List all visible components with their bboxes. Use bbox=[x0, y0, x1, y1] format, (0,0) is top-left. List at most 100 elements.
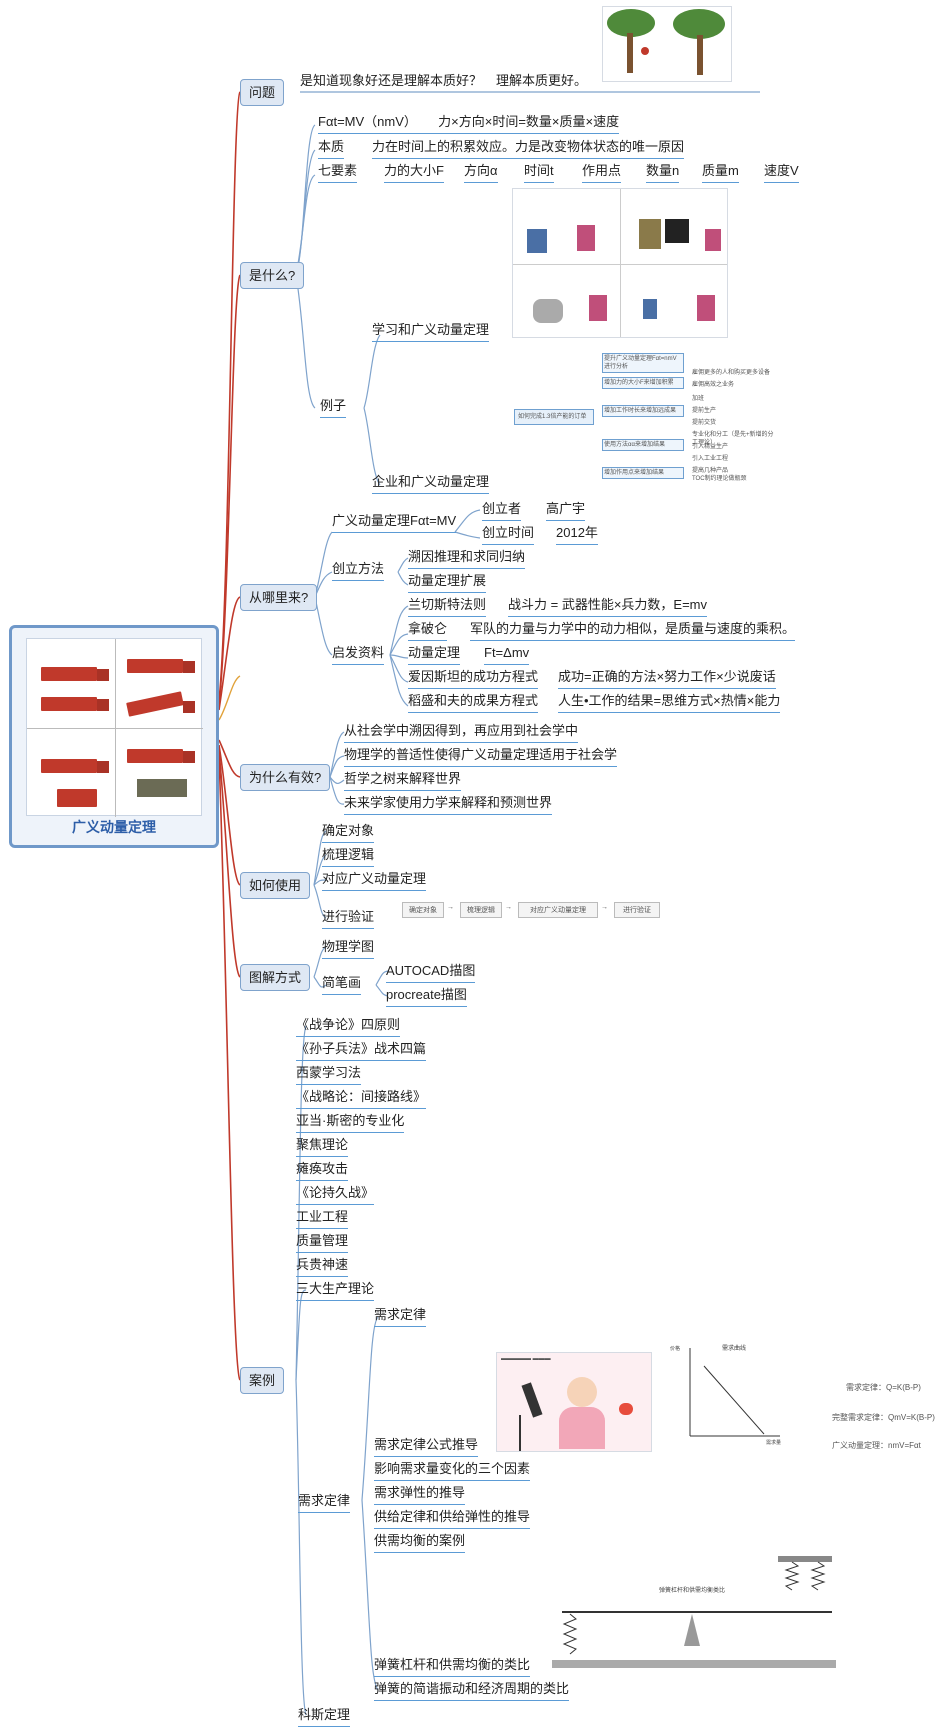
demand-item[interactable]: 需求弹性的推导 bbox=[374, 1484, 466, 1505]
demand-item[interactable]: 需求定律 bbox=[374, 1306, 427, 1327]
diagram-sub[interactable]: AUTOCAD描图 bbox=[386, 962, 476, 983]
demand-item[interactable]: 弹簧的简谐振动和经济周期的类比 bbox=[374, 1680, 570, 1701]
node-question[interactable]: 问题 bbox=[240, 79, 285, 106]
inspire-value[interactable]: 成功=正确的方法×努力工作×少说废话 bbox=[558, 668, 776, 689]
question-answer[interactable]: 理解本质更好。 bbox=[496, 73, 588, 88]
root-title: 广义动量定理 bbox=[72, 819, 156, 835]
inspire-value[interactable]: Ft=Δmv bbox=[484, 644, 530, 665]
demand-item[interactable]: 弹簧杠杆和供需均衡的类比 bbox=[374, 1656, 531, 1677]
seven-element[interactable]: 方向α bbox=[464, 162, 498, 183]
inspire-key[interactable]: 爱因斯坦的成功方程式 bbox=[408, 668, 539, 689]
seven-elements-label[interactable]: 七要素 bbox=[318, 162, 358, 183]
method-label[interactable]: 创立方法 bbox=[332, 560, 385, 581]
flow-step: 进行验证 bbox=[614, 902, 660, 918]
seven-element[interactable]: 力的大小F bbox=[384, 162, 444, 183]
demand-item[interactable]: 供给定律和供给弹性的推导 bbox=[374, 1508, 531, 1529]
formula-desc: 力×方向×时间=数量×质量×速度 bbox=[438, 114, 620, 129]
case-item[interactable]: 西蒙学习法 bbox=[296, 1064, 362, 1085]
inspire-value[interactable]: 战斗力 = 武器性能×兵力数，E=mv bbox=[508, 596, 707, 617]
diagram-sub[interactable]: procreate描图 bbox=[386, 986, 467, 1007]
seven-element[interactable]: 速度V bbox=[764, 162, 799, 183]
inspire-label[interactable]: 启发资料 bbox=[332, 644, 385, 665]
case-item[interactable]: 《战争论》四原则 bbox=[296, 1016, 401, 1037]
case-item[interactable]: 工业工程 bbox=[296, 1208, 349, 1229]
arrow-icon: → bbox=[601, 904, 608, 911]
example-label[interactable]: 例子 bbox=[320, 397, 347, 418]
case-item[interactable]: 《战略论：间接路线》 bbox=[296, 1088, 427, 1109]
what-essence-text[interactable]: 力在时间上的积累效应。力是改变物体状态的唯一原因 bbox=[372, 138, 685, 159]
spring-title: 弹簧杠杆和供需均衡类比 bbox=[659, 1586, 725, 1594]
seven-element[interactable]: 数量n bbox=[646, 162, 680, 183]
case-item[interactable]: 瘫痪攻击 bbox=[296, 1160, 349, 1181]
company-leaf: 提前生产 bbox=[692, 408, 717, 414]
company-leaf: 引入精益生产 bbox=[692, 444, 729, 450]
case-item[interactable]: 《孙子兵法》战术四篇 bbox=[296, 1040, 427, 1061]
founder-value[interactable]: 高广宇 bbox=[546, 500, 586, 521]
what-formula[interactable]: Fαt=MV（nmV） 力×方向×时间=数量×质量×速度 bbox=[318, 113, 620, 134]
question-text[interactable]: 是知道现象好还是理解本质好？ bbox=[300, 73, 483, 88]
case-item[interactable]: 质量管理 bbox=[296, 1232, 349, 1253]
how-item[interactable]: 对应广义动量定理 bbox=[322, 870, 427, 891]
method-item[interactable]: 溯因推理和求同归纳 bbox=[408, 548, 526, 569]
case-item[interactable]: 亚当·斯密的专业化 bbox=[296, 1112, 405, 1133]
seven-element[interactable]: 时间t bbox=[524, 162, 554, 183]
example-study[interactable]: 学习和广义动量定理 bbox=[372, 321, 490, 342]
demand-formula: 需求定律：Q=K(B-P) bbox=[846, 1383, 921, 1392]
node-diagram[interactable]: 图解方式 bbox=[240, 964, 311, 991]
why-item[interactable]: 未来学家使用力学来解释和预测世界 bbox=[344, 794, 553, 815]
time-label[interactable]: 创立时间 bbox=[482, 524, 535, 545]
demand-law-label[interactable]: 需求定律 bbox=[298, 1492, 351, 1513]
example-company[interactable]: 企业和广义动量定理 bbox=[372, 473, 490, 494]
what-essence-label[interactable]: 本质 bbox=[318, 138, 345, 159]
seven-element[interactable]: 质量m bbox=[702, 162, 739, 183]
inspire-value[interactable]: 人生•工作的结果=思维方式×热情×能力 bbox=[558, 692, 781, 713]
case-item[interactable]: 兵贵神速 bbox=[296, 1256, 349, 1277]
how-item[interactable]: 梳理逻辑 bbox=[322, 846, 375, 867]
company-leaf: 提前交货 bbox=[692, 420, 717, 426]
coase-theorem[interactable]: 科斯定理 bbox=[298, 1706, 351, 1727]
node-what[interactable]: 是什么? bbox=[240, 262, 305, 289]
flow-step: 梳理逻辑 bbox=[460, 902, 502, 918]
demand-curve-chart: 需求曲线 价格 需求量 bbox=[670, 1344, 781, 1446]
diagram-item[interactable]: 物理学图 bbox=[322, 938, 375, 959]
seven-element[interactable]: 作用点 bbox=[582, 162, 622, 183]
founder-label[interactable]: 创立者 bbox=[482, 500, 522, 521]
demand-item[interactable]: 需求定律公式推导 bbox=[374, 1436, 479, 1457]
demand-item[interactable]: 供需均衡的案例 bbox=[374, 1532, 466, 1553]
node-cases[interactable]: 案例 bbox=[240, 1367, 285, 1394]
how-item[interactable]: 确定对象 bbox=[322, 822, 375, 843]
arrow-icon: → bbox=[505, 904, 512, 911]
origin-theorem[interactable]: 广义动量定理Fαt=MV bbox=[332, 512, 457, 533]
how-item[interactable]: 进行验证 bbox=[322, 908, 375, 929]
company-branch: 增加作用点来增加结果 bbox=[602, 467, 684, 479]
company-leaf: 加班 bbox=[692, 396, 705, 402]
inspire-key[interactable]: 拿破仑 bbox=[408, 620, 448, 641]
demand-item[interactable]: 影响需求量变化的三个因素 bbox=[374, 1460, 531, 1481]
why-item[interactable]: 哲学之树来解释世界 bbox=[344, 770, 462, 791]
company-leaf: 专业化和分工（是先+新增的分工理论） bbox=[692, 432, 774, 446]
newton-apple-illustration bbox=[602, 6, 732, 82]
case-item[interactable]: 聚焦理论 bbox=[296, 1136, 349, 1157]
node-how[interactable]: 如何使用 bbox=[240, 872, 311, 899]
node-origin[interactable]: 从哪里来? bbox=[240, 584, 318, 611]
why-item[interactable]: 从社会学中溯因得到，再应用到社会学中 bbox=[344, 722, 579, 743]
company-leaf: 引入工业工程 bbox=[692, 456, 729, 462]
case-item[interactable]: 三大生产理论 bbox=[296, 1280, 375, 1301]
chart-ylabel: 价格 bbox=[670, 1345, 680, 1352]
inspire-value[interactable]: 军队的力量与力学中的动力相似，是质量与速度的乘积。 bbox=[470, 620, 796, 641]
inspire-key[interactable]: 稻盛和夫的成果方程式 bbox=[408, 692, 539, 713]
time-value[interactable]: 2012年 bbox=[556, 524, 598, 545]
inspire-key[interactable]: 动量定理 bbox=[408, 644, 461, 665]
company-branch: 增加工作时长来增加远成果 bbox=[602, 405, 684, 417]
method-item[interactable]: 动量定理扩展 bbox=[408, 572, 487, 593]
node-why[interactable]: 为什么有效? bbox=[240, 764, 331, 791]
inspire-key[interactable]: 兰切斯特法则 bbox=[408, 596, 487, 617]
company-branch: 提升广义动量定理Fαt=nmV进行分析 bbox=[602, 353, 684, 373]
formula-text: Fαt=MV（nmV） bbox=[318, 114, 417, 129]
why-item[interactable]: 物理学的普适性使得广义动量定理适用于社会学 bbox=[344, 746, 618, 767]
case-item[interactable]: 《论持久战》 bbox=[296, 1184, 375, 1205]
root-node[interactable]: 广义动量定理 bbox=[9, 625, 219, 848]
diagram-item[interactable]: 简笔画 bbox=[322, 974, 362, 995]
flow-step: 对应广义动量定理 bbox=[518, 902, 598, 918]
